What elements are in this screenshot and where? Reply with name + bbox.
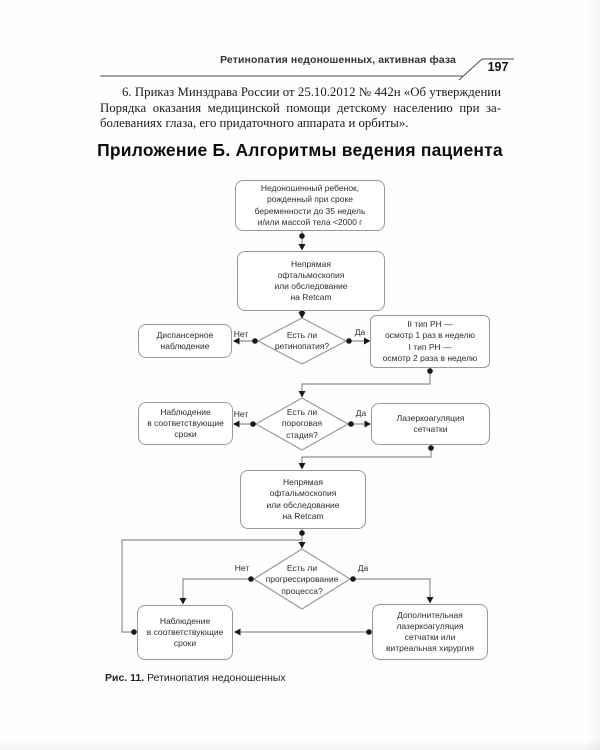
- page-edge-shadow-right: [588, 0, 600, 750]
- decision-diamonds: [253, 317, 351, 610]
- paragraph-line: Порядка оказания медицинской помощи детс…: [100, 100, 501, 115]
- diamond-retinopathy: [257, 317, 347, 365]
- page-edge-shadow-bottom: [0, 740, 600, 750]
- branch-label-yes: Да: [357, 563, 369, 573]
- node-exam1: Непрямая офтальмоскопия или обследование…: [237, 251, 385, 311]
- body-paragraph: 6. Приказ Минздрава России от 25.10.2012…: [100, 85, 501, 132]
- branch-label-yes: Да: [355, 408, 367, 418]
- branch-label-yes: Да: [354, 327, 366, 337]
- arrowheads: [179, 244, 434, 636]
- header-rule: [100, 58, 514, 81]
- node-exam2: Непрямая офтальмоскопия или обследование…: [240, 470, 366, 529]
- paragraph-line: болеваниях глаза, его придаточного аппар…: [100, 116, 409, 131]
- branch-label-no: Нет: [234, 563, 250, 573]
- branch-label-no: Нет: [233, 329, 249, 339]
- decision-retinopathy-text: Есть ли ретинопатия?: [274, 329, 330, 351]
- node-extra-surgery: Дополнительная лазеркоагуляция сетчатки …: [372, 604, 488, 660]
- node-laser: Лазеркоагуляция сетчатки: [371, 403, 490, 445]
- paragraph-line: 6. Приказ Минздрава России от 25.10.2012…: [122, 85, 501, 99]
- decision-progression-text: Есть ли прогрессирование процесса?: [265, 563, 339, 596]
- node-rop-schedule: II тип РН — осмотр 1 раз в неделю I тип …: [370, 315, 490, 368]
- decision-threshold-text: Есть ли пороговая стадия?: [281, 407, 323, 440]
- appendix-title: Приложение Б. Алгоритмы ведения пациента: [97, 140, 503, 160]
- diamond-progression: [253, 548, 351, 610]
- branch-label-no: Нет: [233, 409, 249, 419]
- diamond-threshold: [255, 397, 349, 451]
- running-header: Ретинопатия недоношенных, активная фаза: [220, 54, 456, 66]
- node-observe1: Наблюдение в соответствующие сроки: [138, 402, 233, 445]
- junction-dots: [131, 233, 434, 635]
- figure-caption: Рис. 11. Ретинопатия недоношенных: [105, 672, 286, 684]
- page-number: 197: [487, 60, 509, 74]
- node-observe2: Наблюдение в соответствующие сроки: [137, 605, 233, 660]
- node-start: Недоношенный ребенок, рожденный при срок…: [235, 180, 385, 231]
- figure-caption-text: Ретинопатия недоношенных: [147, 672, 286, 684]
- node-dispensary: Диспансерное наблюдение: [138, 324, 232, 358]
- figure-caption-label: Рис. 11.: [105, 672, 145, 684]
